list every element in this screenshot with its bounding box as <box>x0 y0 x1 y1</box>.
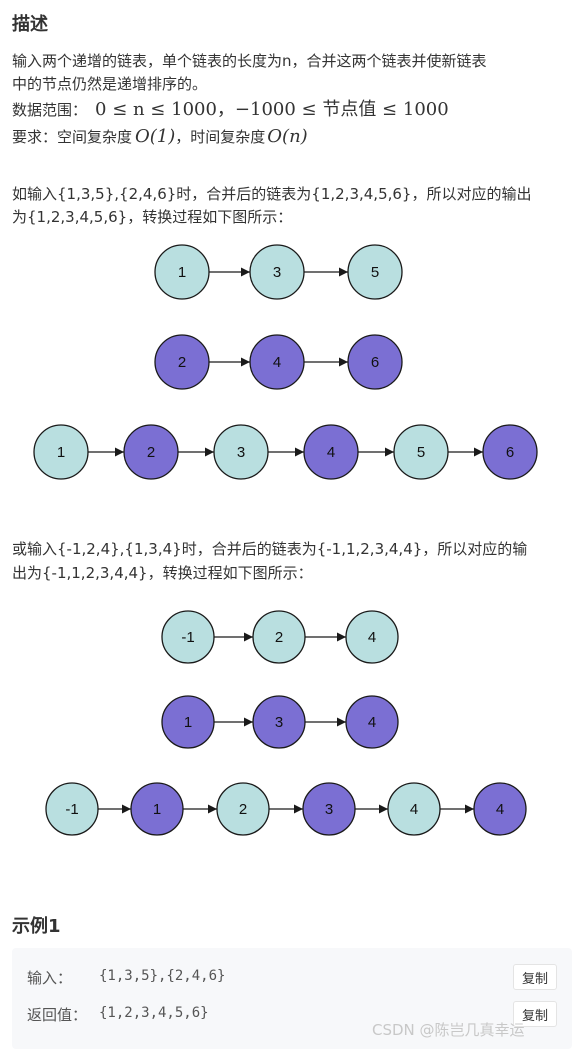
diag1-list-a-node <box>347 244 403 300</box>
diag2-merged-node-label: 3 <box>325 801 333 818</box>
diag2-list-b-node-label: 4 <box>368 714 376 731</box>
diag1-merged-node <box>482 424 538 480</box>
diag1-merged-node-label: 6 <box>506 444 514 461</box>
diag2-list-b-node <box>345 695 399 749</box>
diag1-merged-node-label: 3 <box>237 444 245 461</box>
diag1-merged-node-label: 2 <box>147 444 155 461</box>
input-label: 输入： <box>27 969 73 987</box>
desc-line-2: 中的节点仍然是递增排序的。 <box>12 75 208 93</box>
copy-input-button[interactable]: 复制 <box>513 964 557 990</box>
diag2-list-a-node-label: 4 <box>368 629 376 646</box>
diag1-merged-node-label: 1 <box>57 444 65 461</box>
diag1-list-a-node-label: 3 <box>273 264 281 281</box>
diag1-list-b-node-label: 2 <box>178 354 186 371</box>
data-range-label: 数据范围： <box>12 101 88 119</box>
diag1-list-b-node-label: 6 <box>371 354 379 371</box>
req-mid: ，时间复杂度 <box>175 128 266 146</box>
diag1-list-a-node-label: 1 <box>178 264 186 281</box>
example-box: 输入： {1,3,5},{2,4,6} 复制 返回值： {1,2,3,4,5,6… <box>12 948 572 1049</box>
example-b-line-2: 出为{-1,1,2,3,4,4}，转换过程如下图所示： <box>12 564 313 582</box>
diag2-list-b-node-label: 3 <box>275 714 283 731</box>
diag2-merged-node-label: 4 <box>496 801 504 818</box>
diag2-list-a-node-label: -1 <box>181 629 194 646</box>
diag1-list-b-node <box>347 334 403 390</box>
diag2-list-a-node-label: 2 <box>275 629 283 646</box>
diag2-list-a-node <box>345 610 399 664</box>
example-a-line-2: 为{1,2,3,4,5,6}，转换过程如下图所示： <box>12 208 293 226</box>
diag1-list-a-node-label: 5 <box>371 264 379 281</box>
watermark: CSDN @陈岂几真幸运 <box>372 1021 525 1039</box>
diag2-merged-node-label: 4 <box>410 801 418 818</box>
example-title: 示例1 <box>12 916 61 937</box>
req-label: 要求：空间复杂度 <box>12 128 133 146</box>
output-label: 返回值： <box>27 1006 88 1024</box>
desc-line-1: 输入两个递增的链表，单个链表的长度为n，合并这两个链表并使新链表 <box>12 52 487 70</box>
copy-output-button[interactable]: 复制 <box>513 1001 557 1027</box>
data-range-math: 0 ≤ n ≤ 1000，−1000 ≤ 节点值 ≤ 1000 <box>95 99 449 120</box>
diag1-merged-node-label: 5 <box>417 444 425 461</box>
example-b-line-1: 或输入{-1,2,4},{1,3,4}时，合并后的链表为{-1,1,2,3,4,… <box>12 540 528 558</box>
diag2-list-b-node-label: 1 <box>184 714 192 731</box>
output-value: {1,2,3,4,5,6} <box>99 1005 209 1021</box>
req-time-math: O(n) <box>267 126 308 147</box>
diag2-merged-node <box>473 782 527 836</box>
merge-diagram-1: 1 3 5 2 4 6 1 2 3 4 5 6 <box>33 244 538 480</box>
merge-diagram-2: -1 2 4 1 3 4 -1 1 2 3 4 4 <box>45 610 527 836</box>
diag1-list-b-node-label: 4 <box>273 354 281 371</box>
diag2-merged-node-label: 1 <box>153 801 161 818</box>
example-a-line-1: 如输入{1,3,5},{2,4,6}时，合并后的链表为{1,2,3,4,5,6}… <box>12 185 532 203</box>
diag2-merged-node-label: 2 <box>239 801 247 818</box>
section-title-description: 描述 <box>12 14 48 35</box>
diag2-merged-node-label: -1 <box>65 801 78 818</box>
diag1-merged-node-label: 4 <box>327 444 335 461</box>
req-space-math: O(1) <box>135 126 176 147</box>
data-range-line: 数据范围： 0 ≤ n ≤ 1000，−1000 ≤ 节点值 ≤ 1000 <box>12 99 449 121</box>
input-value: {1,3,5},{2,4,6} <box>99 968 226 984</box>
